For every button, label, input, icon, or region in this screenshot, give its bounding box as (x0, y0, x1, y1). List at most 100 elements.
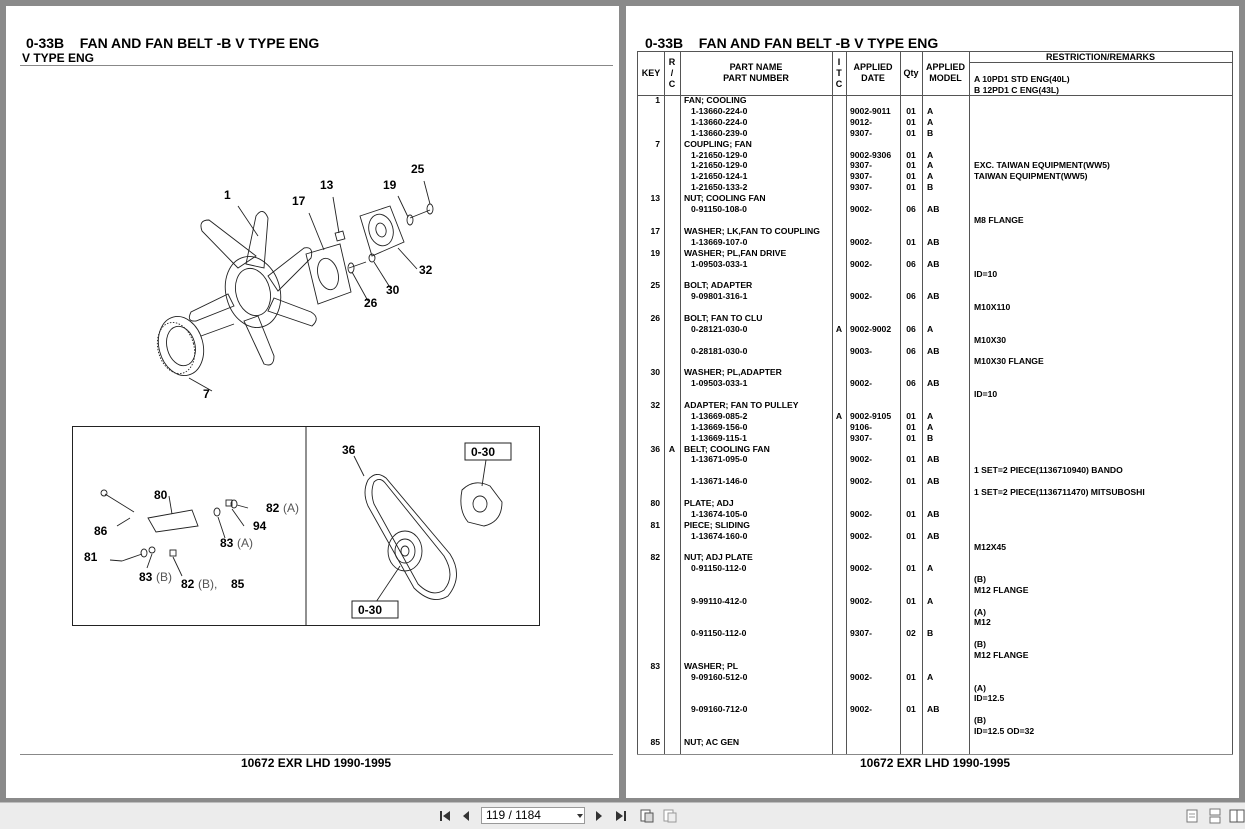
row-part-number: 0-91150-112-0 (691, 628, 747, 638)
row-applied-date: 9002- (850, 476, 872, 486)
row-part-number: 1-13669-156-0 (691, 422, 748, 432)
next-page-icon[interactable] (591, 808, 607, 824)
row-part-number: 9-09801-316-1 (691, 291, 748, 301)
callout-19: 19 (383, 178, 397, 192)
row-applied-model: A (927, 422, 934, 432)
remark-text: M12 (974, 617, 991, 627)
remark-text: M12 FLANGE (974, 585, 1029, 595)
remark-text: (A) (974, 683, 986, 693)
row-part-number: 1-21650-124-1 (691, 171, 748, 181)
row-part-name: BOLT; FAN TO CLU (684, 313, 763, 323)
callout-13: 13 (320, 178, 334, 192)
row-qty: 01 (906, 454, 916, 464)
fit-page-icon[interactable] (662, 808, 678, 824)
row-qty: 01 (906, 433, 916, 443)
callout-82b-suffix: (B), (198, 577, 217, 591)
ref-box-bottom[interactable]: 0-30 (358, 603, 382, 617)
row-part-number: 0-28121-030-0 (691, 324, 748, 334)
row-applied-date: 9002- (850, 237, 872, 247)
row-applied-date: 9106- (850, 422, 872, 432)
row-part-name: WASHER; PL (684, 661, 738, 671)
row-part-name: PLATE; ADJ (684, 498, 734, 508)
row-applied-model: AB (927, 476, 940, 486)
row-part-number: 1-13671-146-0 (691, 476, 748, 486)
first-page-icon[interactable] (437, 808, 453, 824)
row-key: 83 (650, 661, 660, 671)
row-applied-model: AB (927, 531, 940, 541)
row-applied-date: 9307- (850, 128, 872, 138)
row-applied-date: 9002- (850, 596, 872, 606)
row-part-number: 1-21650-129-0 (691, 160, 748, 170)
chevron-down-icon[interactable] (577, 814, 583, 818)
callout-36: 36 (342, 443, 356, 457)
row-applied-date: 9002- (850, 259, 872, 269)
remark-text: M8 FLANGE (974, 215, 1024, 225)
fit-width-icon[interactable] (639, 808, 655, 824)
header-applied-date-2: DATE (861, 73, 885, 83)
callout-30: 30 (386, 283, 400, 297)
left-page-footer: 10672 EXR LHD 1990-1995 (241, 756, 392, 770)
prev-page-icon[interactable] (458, 808, 474, 824)
row-part-number: 1-13669-107-0 (691, 237, 748, 247)
row-qty: 01 (906, 596, 916, 606)
row-itc: A (835, 411, 843, 421)
remark-text: (B) (974, 715, 986, 725)
remark-text: ID=12.5 OD=32 (974, 726, 1035, 736)
left-page: 0-33B FAN AND FAN BELT -B V TYPE ENG V T… (6, 6, 619, 798)
double-page-icon[interactable] (1207, 808, 1223, 824)
row-part-name: NUT; ADJ PLATE (684, 552, 753, 562)
row-applied-date: 9002- (850, 454, 872, 464)
row-applied-model: AB (927, 454, 940, 464)
row-itc: A (835, 324, 843, 334)
row-part-number: 1-13660-224-0 (691, 106, 748, 116)
page-number-select[interactable]: 119 / 1184 (481, 807, 585, 824)
remark-text: EXC. TAIWAN EQUIPMENT(WW5) (974, 160, 1110, 170)
callout-83b-suffix: (B) (156, 570, 172, 584)
row-applied-date: 9002- (850, 563, 872, 573)
callout-81: 81 (84, 550, 98, 564)
row-part-number: 1-13671-095-0 (691, 454, 748, 464)
callout-1: 1 (224, 188, 231, 202)
ref-box-top[interactable]: 0-30 (471, 445, 495, 459)
last-page-icon[interactable] (613, 808, 629, 824)
header-applied-date-1: APPLIED (853, 62, 893, 72)
row-qty: 01 (906, 150, 916, 160)
row-part-number: 1-09503-033-1 (691, 378, 748, 388)
row-qty: 06 (906, 346, 916, 356)
right-footer-divider (637, 754, 1233, 755)
row-key: 30 (650, 367, 660, 377)
row-qty: 01 (906, 476, 916, 486)
row-part-number: 9-99110-412-0 (691, 596, 747, 606)
row-applied-date: 9002- (850, 509, 872, 519)
callout-26: 26 (364, 296, 378, 310)
row-part-name: ADAPTER; FAN TO PULLEY (684, 400, 799, 410)
remark-text: (A) (974, 607, 986, 617)
row-applied-date: 9003- (850, 346, 872, 356)
row-key: 85 (650, 737, 660, 747)
single-page-icon[interactable] (1184, 808, 1200, 824)
row-applied-model: AB (927, 237, 940, 247)
row-key: 26 (650, 313, 660, 323)
row-key: 13 (650, 193, 660, 203)
row-key: 36 (650, 444, 660, 454)
row-part-number: 0-28181-030-0 (691, 346, 748, 356)
row-applied-date: 9002- (850, 672, 872, 682)
row-applied-date: 9002-9002 (850, 324, 892, 334)
row-applied-model: A (927, 563, 934, 573)
header-itc-1: I (837, 57, 841, 67)
remark-text: M12X45 (974, 542, 1007, 552)
row-part-name: WASHER; PL,FAN DRIVE (684, 248, 787, 258)
left-page-subtitle: V TYPE ENG (22, 51, 95, 65)
row-part-name: BELT; COOLING FAN (684, 444, 770, 454)
callout-80: 80 (154, 488, 168, 502)
footer-divider (20, 754, 613, 755)
two-up-icon[interactable] (1229, 808, 1245, 824)
row-part-number: 0-91150-112-0 (691, 563, 747, 573)
header-applied-model-2: MODEL (929, 73, 962, 83)
row-qty: 01 (906, 160, 916, 170)
callout-82a-number: 82 (266, 501, 280, 515)
row-qty: 01 (906, 411, 916, 421)
row-qty: 01 (906, 422, 916, 432)
right-page: 0-33B FAN AND FAN BELT -B V TYPE ENG KEY… (626, 6, 1239, 798)
row-part-name: WASHER; LK,FAN TO COUPLING (684, 226, 820, 236)
